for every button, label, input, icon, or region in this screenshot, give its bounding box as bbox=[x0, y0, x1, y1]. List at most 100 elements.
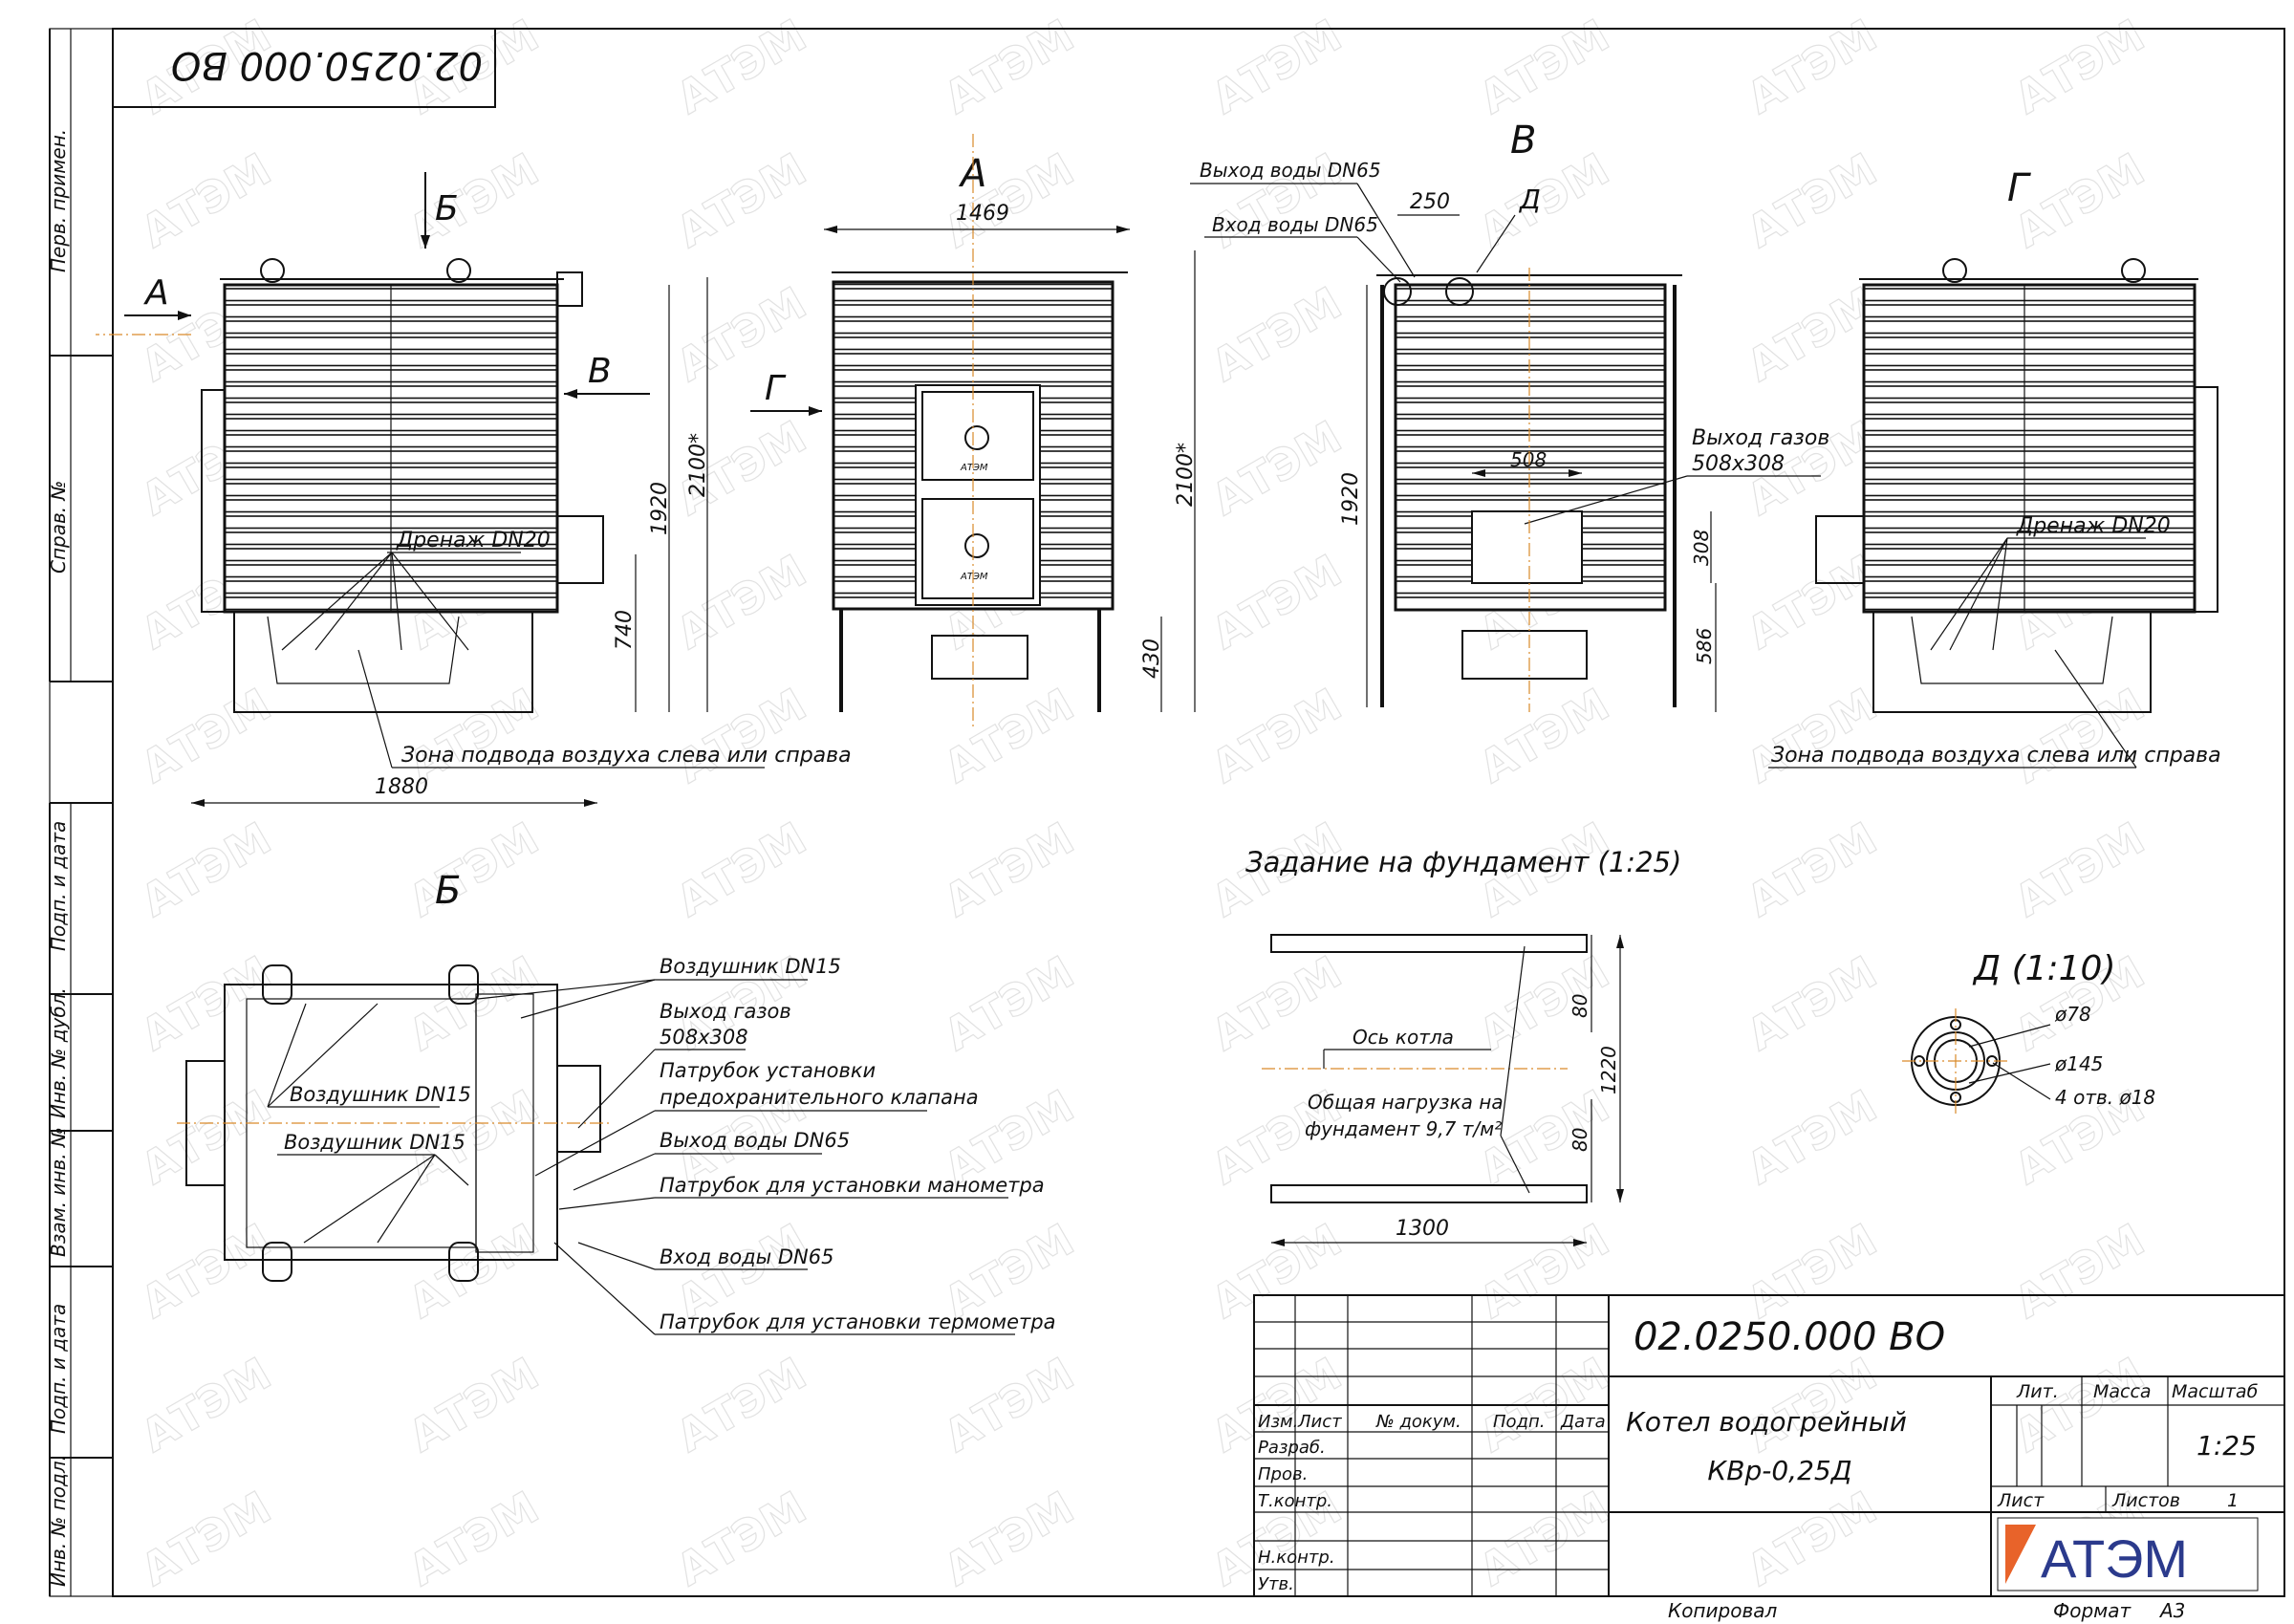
watermark-mark: АТЭМ bbox=[936, 679, 1083, 793]
inner-border bbox=[112, 28, 2285, 1597]
air-zone-label-left: Зона подвода воздуха слева или справа bbox=[401, 744, 852, 768]
logo-triangle-icon bbox=[2005, 1525, 2036, 1584]
tb-kopiroval: Копировал bbox=[1668, 1599, 1777, 1622]
watermark-mark: АТЭМ bbox=[1471, 1482, 1618, 1596]
margin-sprav-no: Справ. № bbox=[47, 481, 70, 574]
tb-masshtab: Масштаб bbox=[2172, 1381, 2259, 1402]
foundation-plan: Задание на фундамент (1:25) Ось котла Об… bbox=[1245, 846, 1681, 1246]
b-gas-out-2: 508х308 bbox=[660, 1026, 748, 1049]
watermark-mark: АТЭМ bbox=[1739, 10, 1886, 124]
tb-n-kontr: Н.контр. bbox=[1258, 1548, 1335, 1568]
air-zone-label-right: Зона подвода воздуха слева или справа bbox=[1771, 744, 2221, 768]
side-view-left: А Б В Дренаж DN20 Зона подвода воздуха с… bbox=[96, 172, 852, 807]
tb-format-value: А3 bbox=[2158, 1599, 2185, 1622]
label-d: Д bbox=[1518, 184, 1541, 215]
sheet-code-rotated: 02.0250.000 ВО bbox=[171, 43, 483, 87]
tb-list: Лист bbox=[1297, 1412, 1342, 1432]
door-brand-1: АТЭМ bbox=[960, 463, 988, 473]
b-thermometer: Патрубок для установки термометра bbox=[660, 1310, 1055, 1333]
tb-izm: Изм. bbox=[1258, 1412, 1298, 1432]
tb-razrab: Разраб. bbox=[1258, 1438, 1326, 1458]
tb-listov-label: Листов bbox=[2111, 1490, 2180, 1511]
watermark-mark: АТЭМ bbox=[668, 1348, 815, 1462]
watermark-mark: АТЭМ bbox=[133, 1482, 280, 1596]
b-air-vent-2: Воздушник DN15 bbox=[290, 1083, 471, 1106]
watermark-mark: АТЭМ bbox=[668, 679, 815, 793]
watermark-mark: АТЭМ bbox=[1739, 1482, 1886, 1596]
tb-prov: Пров. bbox=[1258, 1464, 1308, 1484]
watermark-mark: АТЭМ bbox=[1471, 679, 1618, 793]
dim-80-bottom: 80 bbox=[1569, 1128, 1591, 1152]
tb-podp: Подп. bbox=[1493, 1412, 1545, 1432]
watermark-mark: АТЭМ bbox=[1203, 10, 1351, 124]
view-g-title: Г bbox=[2007, 166, 2031, 210]
outer-border bbox=[49, 28, 2285, 1597]
watermark-mark: АТЭМ bbox=[133, 1214, 280, 1329]
view-b-title: Б bbox=[435, 869, 461, 913]
water-in-label: Вход воды DN65 bbox=[1212, 213, 1378, 236]
left-margin: Перв. примен. Справ. № Подп. и дата Инв.… bbox=[47, 29, 113, 1596]
b-valve-2: предохранительного клапана bbox=[660, 1086, 979, 1109]
watermark-mark: АТЭМ bbox=[133, 143, 280, 258]
watermark-mark: АТЭМ bbox=[936, 1482, 1083, 1596]
margin-podp-data-1: Подп. и дата bbox=[47, 821, 70, 951]
foundation-load-2: фундамент 9,7 т/м² bbox=[1305, 1117, 1502, 1140]
watermark-mark: АТЭМ bbox=[2006, 679, 2153, 793]
title-name-2: КВр-0,25Д bbox=[1707, 1455, 1851, 1486]
watermark-mark: АТЭМ bbox=[1203, 277, 1351, 392]
tb-format-label: Формат bbox=[2053, 1599, 2132, 1622]
watermark-mark: АТЭМ bbox=[1203, 411, 1351, 526]
foundation-load-1: Общая нагрузка на bbox=[1308, 1091, 1504, 1114]
dim-1300: 1300 bbox=[1396, 1217, 1449, 1241]
watermark-mark: АТЭМ bbox=[668, 545, 815, 660]
detail-holes: 4 отв. ø18 bbox=[2055, 1086, 2155, 1109]
view-a-title: А bbox=[958, 152, 986, 196]
tb-massa: Масса bbox=[2093, 1381, 2152, 1402]
watermark-mark: АТЭМ bbox=[1739, 1214, 1886, 1329]
view-g-side: Г Дренаж DN20 Зона подвода воздуха слева… bbox=[1768, 166, 2221, 769]
watermark-mark: АТЭМ bbox=[936, 10, 1083, 124]
watermark-mark: АТЭМ bbox=[936, 946, 1083, 1061]
dim-2100-left: 2100* bbox=[686, 433, 710, 497]
water-out-label: Выход воды DN65 bbox=[1200, 159, 1381, 182]
watermark-mark: АТЭМ bbox=[936, 1348, 1083, 1462]
tb-lit: Лит. bbox=[2016, 1381, 2059, 1402]
title-name-1: Котел водогрейный bbox=[1626, 1406, 1907, 1438]
view-b-top: Б Воздушник DN15 Воздушник DN15 Воздушни… bbox=[177, 869, 1055, 1335]
detail-d78: ø78 bbox=[2054, 1003, 2091, 1026]
dim-1920-left: 1920 bbox=[648, 482, 672, 535]
dim-308: 308 bbox=[1690, 530, 1713, 566]
view-arrow-g: Г bbox=[765, 369, 787, 408]
tb-utv: Утв. bbox=[1258, 1574, 1294, 1594]
detail-d145: ø145 bbox=[2054, 1052, 2103, 1075]
watermark-mark: АТЭМ bbox=[400, 1482, 548, 1596]
watermark-mark: АТЭМ bbox=[1739, 143, 1886, 258]
b-water-out: Выход воды DN65 bbox=[660, 1129, 850, 1152]
tb-data: Дата bbox=[1560, 1412, 1606, 1432]
watermark-mark: АТЭМ bbox=[2006, 10, 2153, 124]
dim-1469: 1469 bbox=[956, 202, 1009, 226]
watermark-mark: АТЭМ bbox=[668, 143, 815, 258]
gas-out-label-1: Выход газов bbox=[1692, 426, 1829, 450]
view-arrow-b: Б bbox=[435, 189, 459, 228]
title-code: 02.0250.000 ВО bbox=[1634, 1315, 1945, 1359]
b-valve-1: Патрубок установки bbox=[660, 1059, 876, 1082]
watermark-mark: АТЭМ bbox=[1471, 1214, 1618, 1329]
dim-2100-a: 2100* bbox=[1174, 443, 1198, 507]
drain-label-right: Дренаж DN20 bbox=[2016, 514, 2171, 538]
margin-vzam-inv: Взам. инв. № bbox=[47, 1127, 70, 1257]
watermark-mark: АТЭМ bbox=[1739, 946, 1886, 1061]
gas-out-label-2: 508х308 bbox=[1692, 452, 1785, 476]
view-arrow-a: А bbox=[143, 273, 169, 313]
watermark-mark: АТЭМ bbox=[668, 10, 815, 124]
watermark-mark: АТЭМ bbox=[133, 1348, 280, 1462]
watermark-mark: АТЭМ bbox=[936, 143, 1083, 258]
door-brand-2: АТЭМ bbox=[960, 572, 988, 582]
watermark-mark: АТЭМ bbox=[668, 812, 815, 927]
detail-d-title: Д (1:10) bbox=[1972, 949, 2116, 988]
margin-podp-data-2: Подп. и дата bbox=[47, 1304, 70, 1434]
watermark-mark: АТЭМ bbox=[1471, 10, 1618, 124]
dim-1880: 1880 bbox=[375, 775, 428, 799]
margin-inv-podl: Инв. № подл. bbox=[47, 1455, 70, 1587]
view-v-rear: В Выход воды DN65 Вход воды DN65 250 Д В… bbox=[1190, 119, 1829, 712]
